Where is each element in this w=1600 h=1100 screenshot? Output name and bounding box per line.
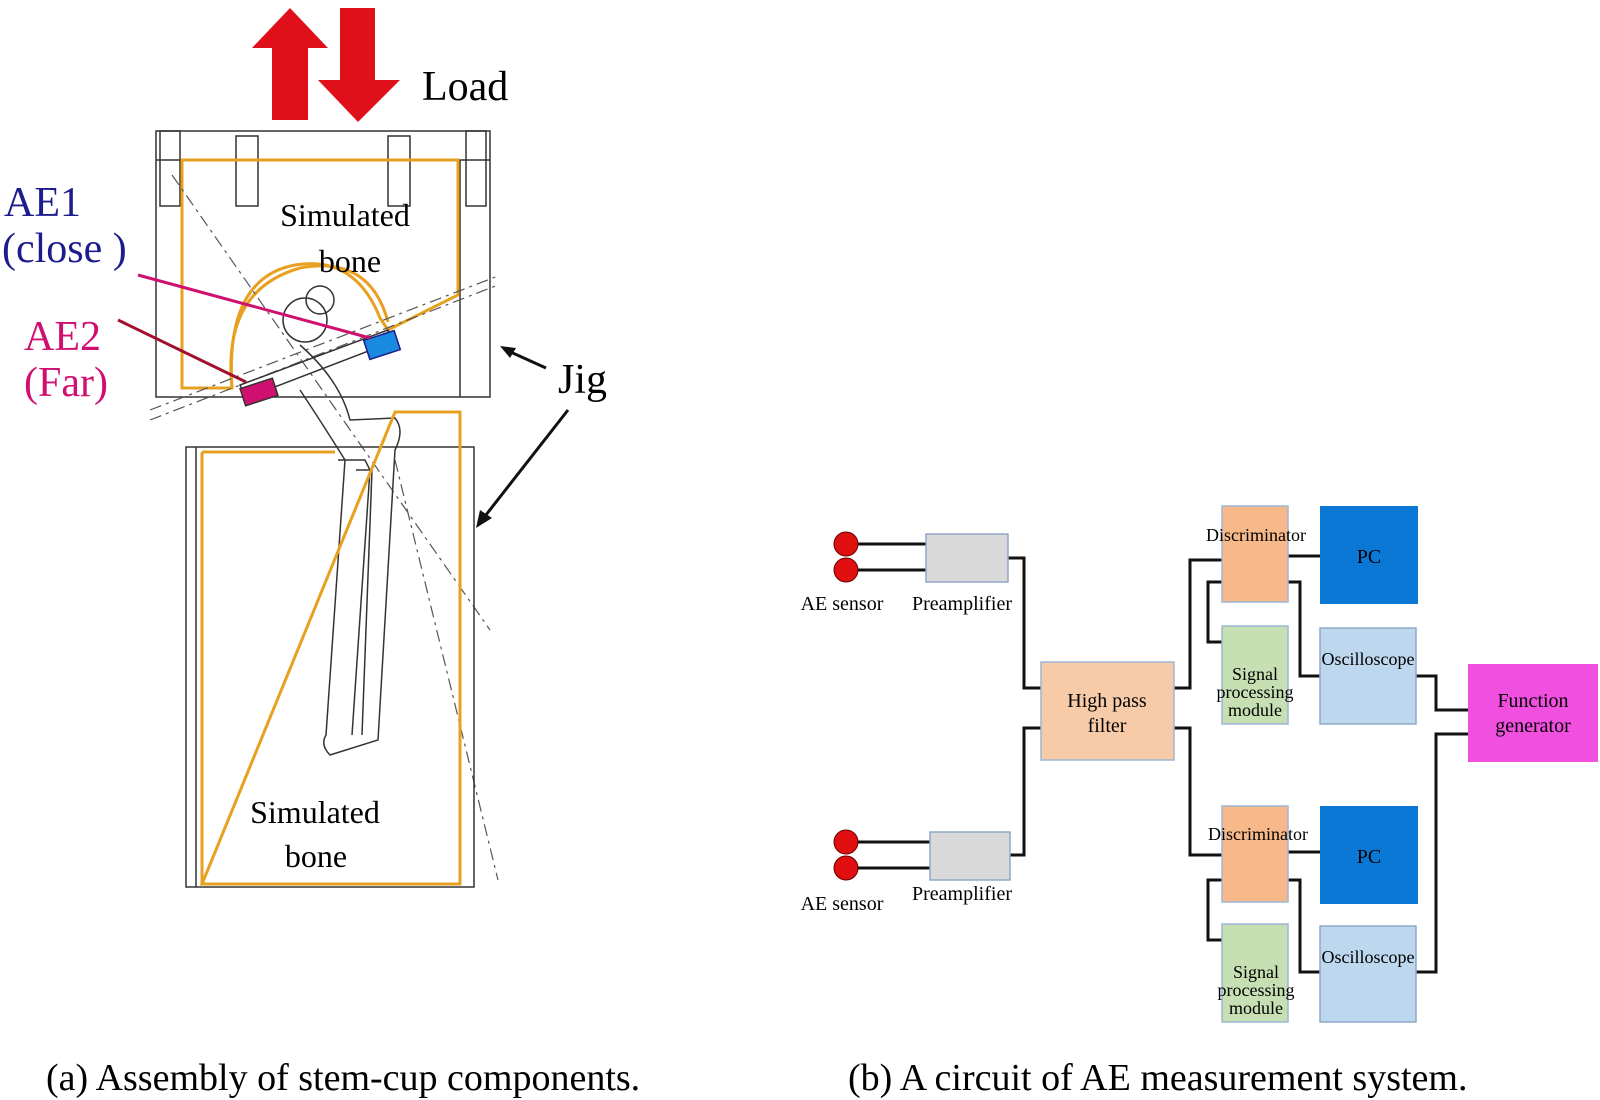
ae1-label-line1: AE1 bbox=[4, 180, 81, 226]
panel-b: AE sensor AE sensor Preamplifier Preampl… bbox=[801, 505, 1598, 1099]
discriminator-label-top: Discriminator bbox=[1206, 525, 1306, 545]
ae2-leader bbox=[117, 318, 247, 384]
signal-module-top-line1: Signal bbox=[1232, 664, 1278, 684]
signal-module-bottom-line1: Signal bbox=[1233, 962, 1279, 982]
signal-processing-module-top bbox=[1221, 625, 1289, 725]
preamplifier-bottom bbox=[929, 831, 1011, 881]
high-pass-filter-label-line1: High pass bbox=[1067, 690, 1147, 712]
oscilloscope-bottom bbox=[1319, 925, 1417, 1023]
caption-a: (a) Assembly of stem-cup components. bbox=[46, 1057, 640, 1099]
load-up-arrow bbox=[252, 8, 328, 120]
ae2-label-line1: AE2 bbox=[24, 314, 101, 360]
ae-sensor-bottom-1 bbox=[833, 829, 859, 855]
discriminator-bottom bbox=[1221, 805, 1289, 903]
caption-b: (b) A circuit of AE measurement system. bbox=[848, 1057, 1467, 1099]
ae-sensor-label-top: AE sensor bbox=[801, 593, 884, 615]
signal-module-bottom-line3: module bbox=[1229, 998, 1283, 1018]
oscilloscope-label-top: Oscilloscope bbox=[1322, 649, 1415, 669]
function-generator-label-line1: Function bbox=[1497, 690, 1568, 712]
wiring bbox=[850, 542, 1468, 974]
ae-sensor-top-1 bbox=[833, 531, 859, 557]
load-arrows bbox=[252, 8, 400, 122]
ae-sensor-bottom-2 bbox=[833, 855, 859, 881]
panel-a: Load bbox=[2, 8, 640, 1099]
pc-bottom bbox=[1320, 806, 1418, 904]
signal-processing-module-bottom bbox=[1221, 923, 1289, 1023]
signal-module-bottom-line2: processing bbox=[1218, 980, 1295, 1000]
oscilloscope-label-bottom: Oscilloscope bbox=[1322, 947, 1415, 967]
discriminator-label-bottom: Discriminator bbox=[1208, 824, 1308, 844]
signal-module-top-line3: module bbox=[1228, 700, 1282, 720]
signal-module-top-line2: processing bbox=[1217, 682, 1294, 702]
function-generator-label-line2: generator bbox=[1495, 715, 1571, 737]
top-bone-label-line1: Simulated bbox=[280, 197, 410, 233]
pc-label-bottom: PC bbox=[1357, 846, 1381, 868]
top-bone-label-line2: bone bbox=[319, 243, 381, 279]
ae-sensor-label-bottom: AE sensor bbox=[801, 893, 884, 915]
pc-label-top: PC bbox=[1357, 546, 1381, 568]
preamplifier-label-top: Preamplifier bbox=[912, 593, 1012, 615]
preamplifier-label-bottom: Preamplifier bbox=[912, 883, 1012, 905]
high-pass-filter bbox=[1040, 661, 1175, 761]
load-label: Load bbox=[422, 64, 508, 110]
preamplifier-top bbox=[925, 533, 1009, 583]
function-generator bbox=[1468, 664, 1598, 762]
high-pass-filter-label-line2: filter bbox=[1088, 715, 1127, 737]
bottom-bone-label-line1: Simulated bbox=[250, 794, 380, 830]
jig-label: Jig bbox=[558, 357, 607, 403]
ae1-label-line2: (close ) bbox=[2, 226, 127, 272]
discriminator-top bbox=[1221, 505, 1289, 603]
jig-pointer-lower-head bbox=[476, 510, 492, 528]
jig-pointer-upper-head bbox=[500, 346, 516, 358]
load-down-arrow bbox=[318, 8, 400, 122]
oscilloscope-top bbox=[1319, 627, 1417, 725]
ae2-sensor bbox=[239, 377, 279, 407]
pc-top bbox=[1320, 506, 1418, 604]
ae1-sensor bbox=[362, 329, 402, 361]
lower-bone-outline bbox=[199, 410, 462, 886]
construction-lines bbox=[149, 174, 499, 881]
cup bbox=[229, 264, 390, 389]
ae2-label-line2: (Far) bbox=[24, 360, 108, 406]
ae1-leader bbox=[137, 273, 371, 340]
ae-sensor-top-2 bbox=[833, 557, 859, 583]
bottom-bone-label-line2: bone bbox=[285, 838, 347, 874]
jig-pointer-lower bbox=[480, 409, 570, 521]
lower-jig bbox=[185, 446, 475, 888]
